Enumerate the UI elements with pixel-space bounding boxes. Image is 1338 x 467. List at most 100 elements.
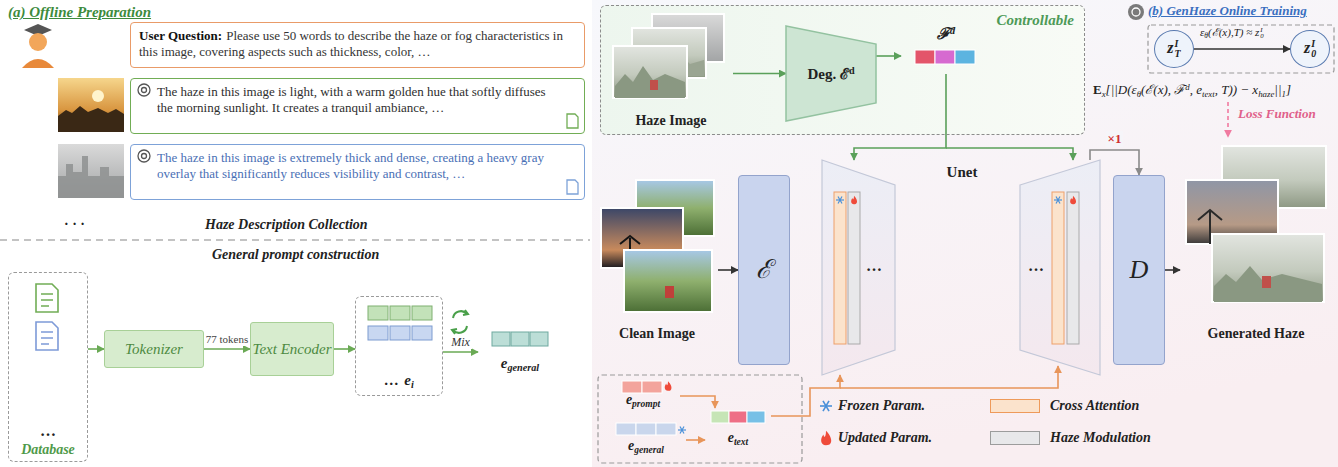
generated-photo xyxy=(1262,276,1271,288)
node-text: e xyxy=(728,430,734,445)
embedding-box: …ei xyxy=(355,296,443,396)
label: … xyxy=(1028,256,1044,276)
node-text: e xyxy=(501,355,508,371)
connector xyxy=(771,375,840,416)
photo-thumbnail xyxy=(58,106,124,132)
formula-text: x xyxy=(1102,89,1106,99)
formula-text: || xyxy=(1274,82,1281,97)
node-text-block: etext xyxy=(705,429,771,449)
embedding-squares xyxy=(412,326,432,340)
logo-icon xyxy=(1128,4,1144,20)
node-text-block: The haze in this image is extremely thic… xyxy=(157,150,562,183)
edge-label: 77 tokens xyxy=(204,333,250,346)
photo-thumbnail xyxy=(58,78,124,132)
formula-text: 0 xyxy=(1260,33,1263,40)
frozen-icon xyxy=(678,197,1062,434)
connector xyxy=(88,348,104,350)
node-text: prompt xyxy=(632,399,660,409)
node-text: T xyxy=(1175,50,1181,60)
node-text: The haze in this image is light, with a … xyxy=(157,84,546,115)
latent-circle: zIT xyxy=(1154,30,1194,68)
node-text: 0 xyxy=(1311,50,1316,60)
label: Updated Param. xyxy=(838,429,932,447)
connector xyxy=(1165,269,1180,271)
formula-text: (ℰ(x),T) ≈ z xyxy=(1208,26,1259,38)
controllable-region: ControllableHaze ImageDeg. ℰdℱd xyxy=(600,5,1085,135)
connector xyxy=(1090,150,1139,175)
embedding-squares xyxy=(622,381,642,393)
node-text: ℰ xyxy=(756,255,772,284)
unet-shape xyxy=(1052,192,1064,344)
node-text-block: …ei xyxy=(356,371,442,392)
document-icon xyxy=(36,284,58,312)
node-text-block: …Database xyxy=(9,421,87,459)
decoder-box: D xyxy=(1113,175,1165,365)
formula-text: ] xyxy=(1286,82,1291,97)
document-icon xyxy=(567,180,578,194)
embedding-squares xyxy=(390,306,410,320)
answer-box: The haze in this image is light, with a … xyxy=(130,78,585,134)
embedding-squares xyxy=(412,306,432,320)
node-text: e xyxy=(626,392,632,407)
node-text: general xyxy=(634,445,664,455)
frozen-icon xyxy=(823,401,829,411)
embedding-squares xyxy=(616,423,636,435)
node-text: Tokenizer xyxy=(125,341,183,357)
connector xyxy=(686,439,705,441)
unet-shape xyxy=(1067,192,1079,344)
unet-shape xyxy=(834,192,846,344)
clean-photo xyxy=(665,286,674,298)
legend-text: Cross Attention xyxy=(1050,398,1139,414)
frozen-icon xyxy=(1056,197,1060,204)
feature-vector: ℱd xyxy=(901,24,991,74)
node-text-block: zI0 xyxy=(1291,38,1329,59)
embedding-squares xyxy=(636,423,656,435)
node-text-block: Tokenizer xyxy=(105,340,203,359)
generated-photo xyxy=(1212,234,1324,302)
embedding-squares xyxy=(747,411,765,423)
chat-icon xyxy=(142,154,147,159)
unet-shape xyxy=(822,160,1100,375)
question-box: User Question:Please use 50 words to des… xyxy=(130,22,585,68)
embedding-squares xyxy=(616,381,765,435)
photo-thumbnail xyxy=(58,156,124,198)
connector xyxy=(680,396,715,408)
node-text-block: eprompt xyxy=(606,391,680,411)
text-branch xyxy=(840,366,1058,388)
unet-shape xyxy=(848,192,860,344)
node-text-block: The haze in this image is light, with a … xyxy=(157,84,562,117)
update-icon xyxy=(821,431,831,445)
node-text: Controllable xyxy=(996,12,1074,28)
frozen-icon xyxy=(838,197,842,204)
node-text-block: Clean Image xyxy=(596,325,718,343)
embedding-squares xyxy=(368,306,388,320)
clean-photo xyxy=(601,180,714,312)
encoder-box: Text Encoder xyxy=(250,322,334,376)
index-stack: I0 xyxy=(1311,40,1316,60)
node-text-block: Controllable xyxy=(996,11,1074,30)
node-text: general xyxy=(507,362,539,373)
node-text: … xyxy=(9,421,87,441)
embedding: egeneral xyxy=(606,420,686,460)
formula: εθ(ℰ(x),T) ≈ zI0 xyxy=(1200,26,1264,41)
label: Loss Function xyxy=(1238,106,1316,122)
node-text: e xyxy=(628,438,634,453)
frozen-icon xyxy=(680,427,684,434)
embedding: etext xyxy=(705,408,771,452)
photo-thumbnail xyxy=(92,90,104,102)
mix-icon xyxy=(463,310,468,315)
formula-text: haze xyxy=(1258,89,1274,99)
node-text-block: Text Encoder xyxy=(251,340,333,359)
divider xyxy=(0,239,590,241)
formula-box xyxy=(1148,25,1334,73)
latent-circle: zI0 xyxy=(1290,30,1330,68)
embedding: egeneral xyxy=(478,326,562,378)
connector xyxy=(443,351,478,353)
label: (a) Offline Preparation xyxy=(8,3,151,22)
node-text: I xyxy=(1311,40,1316,50)
connector xyxy=(718,269,738,271)
node-text-block: egeneral xyxy=(606,437,686,457)
node-text: I xyxy=(1175,40,1181,50)
embedding-squares xyxy=(656,423,676,435)
